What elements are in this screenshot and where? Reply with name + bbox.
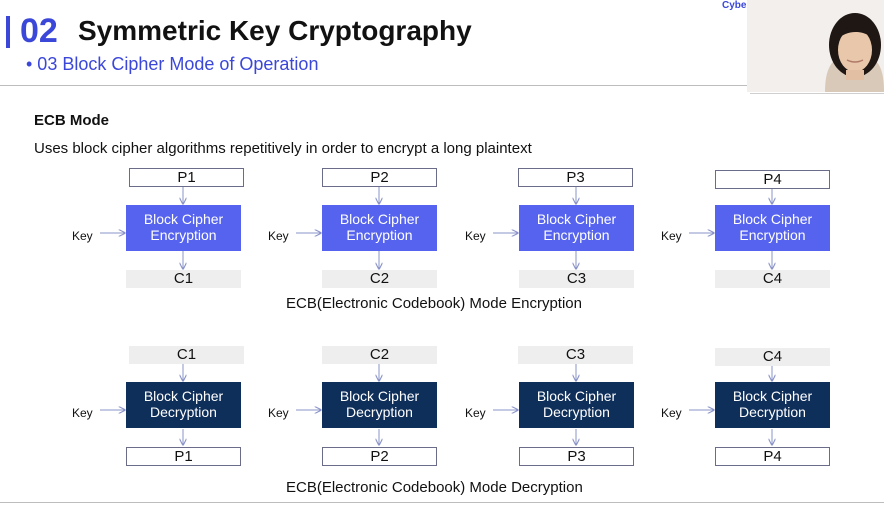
block-label-line2: Encryption: [543, 227, 610, 243]
block-label-line2: Decryption: [150, 404, 217, 420]
plaintext-output-2: P2: [322, 447, 437, 466]
encryption-block-1: Block Cipher Encryption: [126, 205, 241, 251]
section-number: 02: [20, 12, 58, 50]
key-label: Key: [661, 229, 682, 243]
key-label: Key: [465, 406, 486, 420]
block-label-line1: Block Cipher: [143, 211, 224, 227]
decryption-block-3: Block Cipher Decryption: [519, 382, 634, 428]
plaintext-block-3: P3: [518, 168, 633, 187]
encryption-block-2: Block Cipher Encryption: [322, 205, 437, 251]
ciphertext-input-3: C3: [518, 346, 633, 364]
ciphertext-block-1: C1: [126, 270, 241, 288]
slide-title: Symmetric Key Cryptography: [78, 15, 472, 46]
encryption-caption: ECB(Electronic Codebook) Mode Encryption: [286, 295, 582, 312]
encryption-block-3: Block Cipher Encryption: [519, 205, 634, 251]
block-label-line1: Block Cipher: [536, 388, 617, 404]
block-label-line1: Block Cipher: [536, 211, 617, 227]
footer-divider: [0, 502, 884, 503]
plaintext-output-4: P4: [715, 447, 830, 466]
block-label-line1: Block Cipher: [143, 388, 224, 404]
ciphertext-input-1: C1: [129, 346, 244, 364]
key-label: Key: [72, 406, 93, 420]
block-label-line1: Block Cipher: [732, 388, 813, 404]
key-label: Key: [72, 229, 93, 243]
slide-subtitle: • 03 Block Cipher Mode of Operation: [26, 54, 319, 74]
key-label: Key: [268, 406, 289, 420]
presenter-image: [747, 0, 884, 92]
key-label: Key: [465, 229, 486, 243]
plaintext-block-4: P4: [715, 170, 830, 189]
plaintext-block-2: P2: [322, 168, 437, 187]
plaintext-output-3: P3: [519, 447, 634, 466]
header-divider: [0, 85, 750, 86]
ciphertext-block-4: C4: [715, 270, 830, 288]
block-label-line1: Block Cipher: [339, 388, 420, 404]
decryption-block-4: Block Cipher Decryption: [715, 382, 830, 428]
section-heading: ECB Mode: [34, 112, 109, 129]
key-label: Key: [661, 406, 682, 420]
plaintext-output-1: P1: [126, 447, 241, 466]
plaintext-block-1: P1: [129, 168, 244, 187]
encryption-block-4: Block Cipher Encryption: [715, 205, 830, 251]
block-label-line2: Encryption: [150, 227, 217, 243]
decryption-caption: ECB(Electronic Codebook) Mode Decryption: [286, 479, 583, 496]
block-label-line2: Decryption: [346, 404, 413, 420]
block-label-line1: Block Cipher: [732, 211, 813, 227]
ciphertext-input-4: C4: [715, 348, 830, 366]
webcam-video: [747, 0, 884, 92]
header-accent-bar: [6, 16, 10, 48]
block-label-line1: Block Cipher: [339, 211, 420, 227]
ciphertext-block-2: C2: [322, 270, 437, 288]
block-label-line2: Encryption: [346, 227, 413, 243]
header-divider-right: [750, 93, 884, 94]
block-label-line2: Decryption: [543, 404, 610, 420]
ciphertext-input-2: C2: [322, 346, 437, 364]
block-label-line2: Encryption: [739, 227, 806, 243]
key-label: Key: [268, 229, 289, 243]
decryption-block-2: Block Cipher Decryption: [322, 382, 437, 428]
brand-logo-text: Cybe: [722, 0, 747, 11]
decryption-block-1: Block Cipher Decryption: [126, 382, 241, 428]
ciphertext-block-3: C3: [519, 270, 634, 288]
description-text: Uses block cipher algorithms repetitivel…: [34, 140, 532, 157]
block-label-line2: Decryption: [739, 404, 806, 420]
